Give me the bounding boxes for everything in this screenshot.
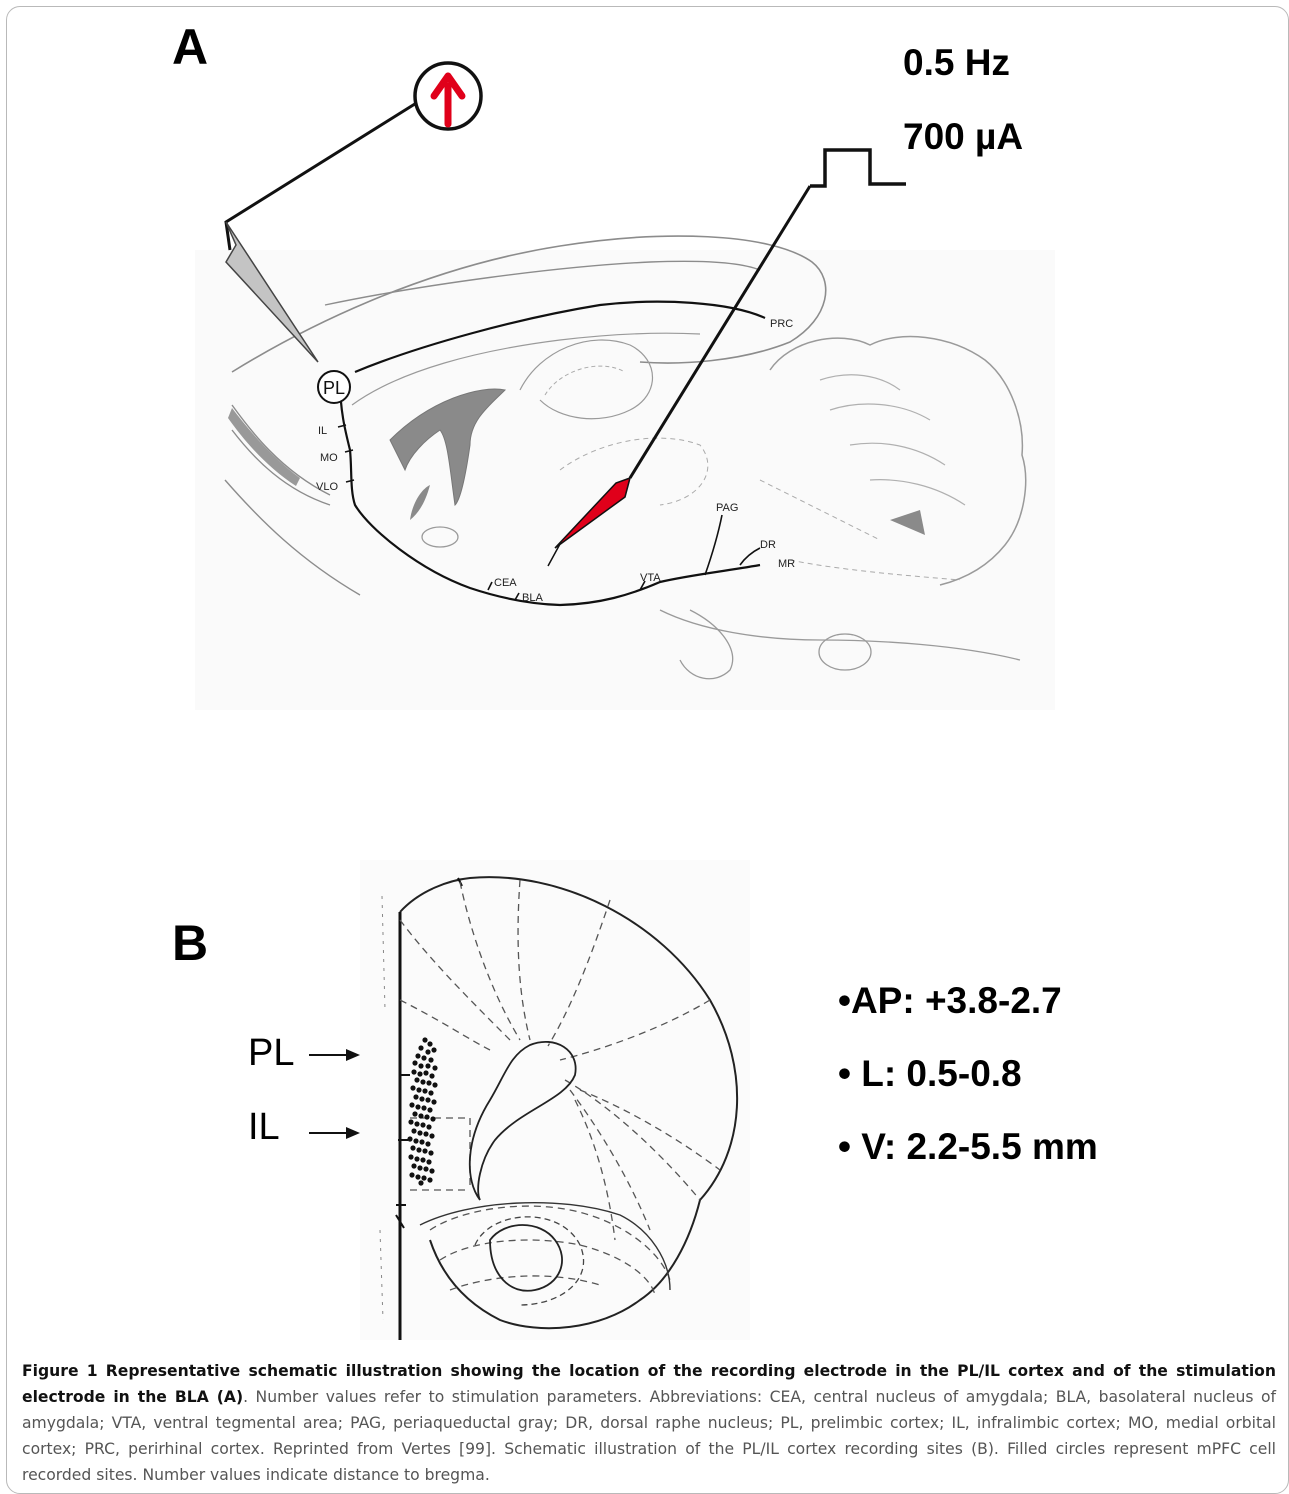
coordinate-l: • L: 0.5-0.8: [838, 1055, 1022, 1092]
panel-b-letter: B: [172, 918, 208, 968]
figure-caption: Figure 1 Representative schematic illust…: [22, 1358, 1276, 1488]
coordinate-v: • V: 2.2-5.5 mm: [838, 1128, 1098, 1165]
coordinate-ap: •AP: +3.8-2.7: [838, 982, 1062, 1019]
il-arrowhead: [346, 1127, 360, 1139]
panel-b-background: [360, 860, 750, 1340]
pl-arrowhead: [346, 1049, 360, 1061]
pl-region-label: PL: [248, 1034, 294, 1072]
il-region-label: IL: [248, 1108, 280, 1146]
